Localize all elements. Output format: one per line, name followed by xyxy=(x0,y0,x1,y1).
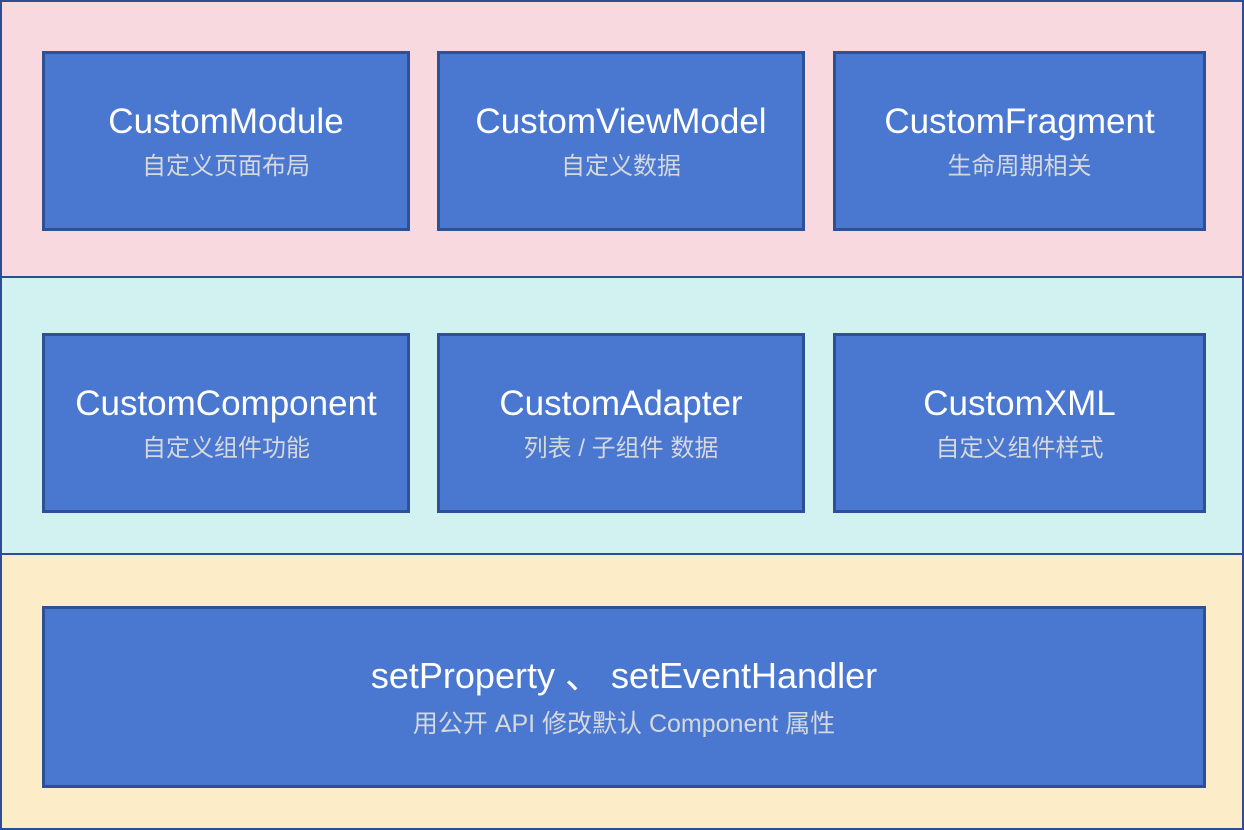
node-title: CustomAdapter xyxy=(499,383,743,423)
node-custom-xml[interactable]: CustomXML 自定义组件样式 xyxy=(833,333,1206,513)
node-title: CustomComponent xyxy=(75,383,377,423)
node-subtitle: 自定义组件样式 xyxy=(935,434,1104,462)
node-title: CustomFragment xyxy=(884,101,1155,141)
node-custom-fragment[interactable]: CustomFragment 生命周期相关 xyxy=(833,51,1206,231)
node-subtitle: 用公开 API 修改默认 Component 属性 xyxy=(412,709,836,738)
node-title: CustomModule xyxy=(108,101,344,141)
node-custom-adapter[interactable]: CustomAdapter 列表 / 子组件 数据 xyxy=(437,333,805,513)
node-custom-view-model[interactable]: CustomViewModel 自定义数据 xyxy=(437,51,805,231)
node-title: setProperty 、 setEventHandler xyxy=(370,654,878,696)
node-title: CustomXML xyxy=(923,383,1116,423)
node-custom-component[interactable]: CustomComponent 自定义组件功能 xyxy=(42,333,410,513)
node-subtitle: 生命周期相关 xyxy=(947,152,1092,180)
node-subtitle: 列表 / 子组件 数据 xyxy=(523,434,719,462)
node-subtitle: 自定义组件功能 xyxy=(142,434,310,462)
node-title: CustomViewModel xyxy=(475,101,767,141)
node-subtitle: 自定义页面布局 xyxy=(142,152,310,180)
node-subtitle: 自定义数据 xyxy=(561,152,681,180)
node-set-property-set-event-handler[interactable]: setProperty 、 setEventHandler 用公开 API 修改… xyxy=(42,606,1206,788)
node-custom-module[interactable]: CustomModule 自定义页面布局 xyxy=(42,51,410,231)
